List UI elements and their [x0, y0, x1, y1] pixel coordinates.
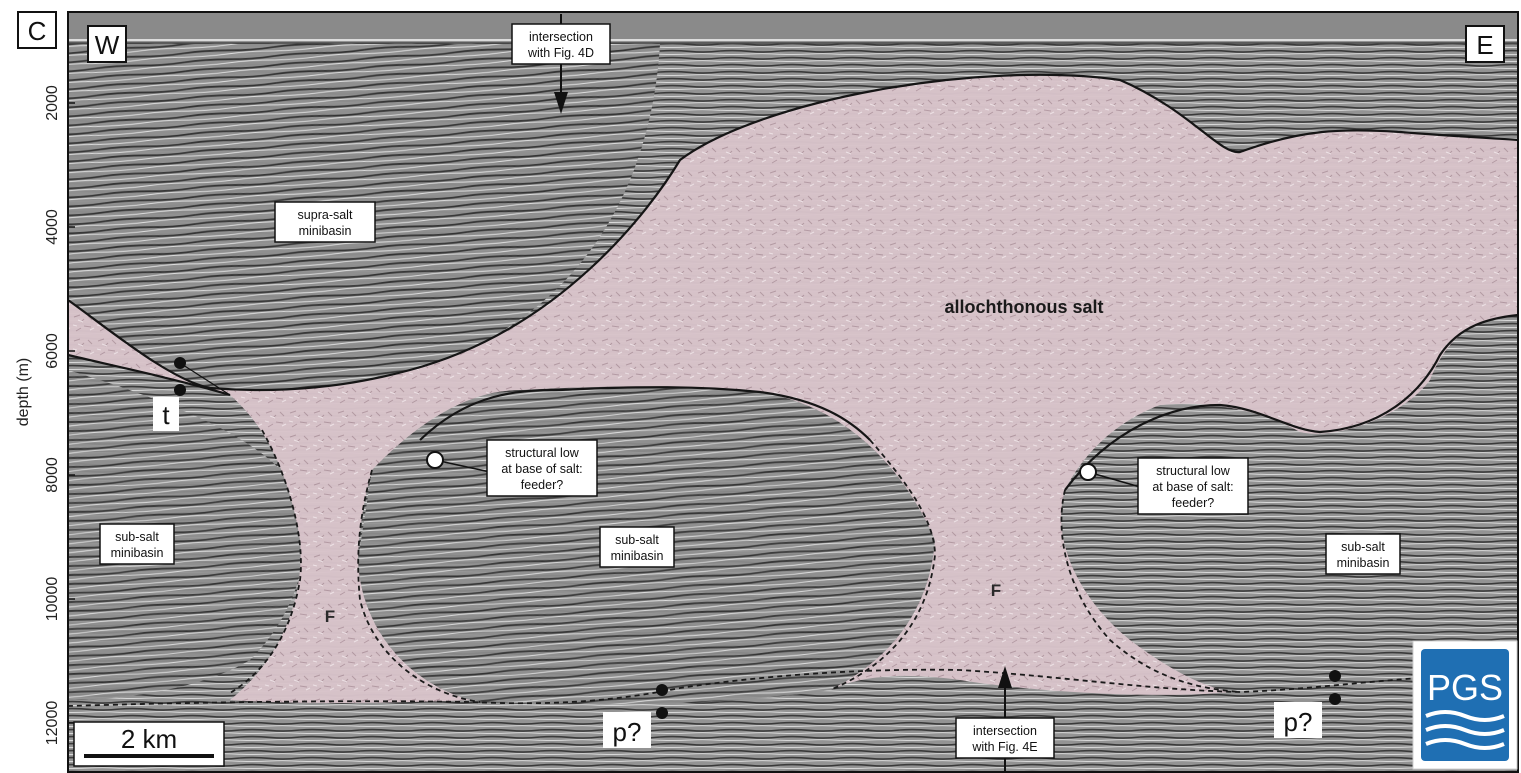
scale-bar: 2 km	[74, 722, 224, 766]
structural-low-right-line3: feeder?	[1172, 496, 1214, 510]
supra-salt-line2: minibasin	[299, 224, 352, 238]
y-tick-6000: 6000	[44, 333, 61, 369]
feeder-label-left: F	[325, 607, 335, 626]
intersection-top-line1: intersection	[529, 30, 593, 44]
east-label-box: E	[1466, 26, 1504, 62]
marker-t-label: t	[162, 400, 170, 430]
y-tick-4000: 4000	[44, 209, 61, 245]
sub-salt-center-line1: sub-salt	[615, 533, 659, 547]
west-label-box: W	[88, 26, 126, 62]
marker-p-left-label: p?	[613, 717, 642, 747]
supra-salt-label: supra-salt minibasin	[275, 202, 375, 242]
structural-low-left-line2: at base of salt:	[501, 462, 582, 476]
east-label: E	[1476, 30, 1493, 60]
intersection-bottom-line1: intersection	[973, 724, 1037, 738]
sub-salt-left-line1: sub-salt	[115, 530, 159, 544]
structural-low-left-line1: structural low	[505, 446, 580, 460]
intersection-bottom-line2: with Fig. 4E	[971, 740, 1037, 754]
marker-p-right-label: p?	[1284, 707, 1313, 737]
pgs-logo-text: PGS	[1427, 667, 1503, 708]
allochthonous-salt-label: allochthonous salt	[944, 297, 1103, 317]
sub-salt-label-left: sub-salt minibasin	[100, 524, 174, 564]
supra-salt-line1: supra-salt	[298, 208, 353, 222]
structural-low-right-line1: structural low	[1156, 464, 1231, 478]
structural-low-right-line2: at base of salt:	[1152, 480, 1233, 494]
sub-salt-right-line1: sub-salt	[1341, 540, 1385, 554]
sub-salt-label-center: sub-salt minibasin	[600, 527, 674, 567]
feeder-label-right: F	[991, 581, 1001, 600]
west-label: W	[95, 30, 120, 60]
panel-letter-box: C	[18, 12, 56, 48]
y-tick-10000: 10000	[44, 577, 61, 622]
intersection-top-line2: with Fig. 4D	[527, 46, 594, 60]
sub-salt-right-line2: minibasin	[1337, 556, 1390, 570]
structural-low-left-line3: feeder?	[521, 478, 563, 492]
panel-letter: C	[28, 16, 47, 46]
y-tick-2000: 2000	[44, 85, 61, 121]
sub-salt-left-line2: minibasin	[111, 546, 164, 560]
y-axis-title: depth (m)	[15, 358, 32, 426]
y-tick-12000: 12000	[44, 701, 61, 746]
sub-salt-label-right: sub-salt minibasin	[1326, 534, 1400, 574]
pgs-logo: PGS	[1413, 641, 1517, 769]
y-axis: 2000 4000 6000 8000 10000 12000 depth (m…	[15, 85, 75, 745]
y-tick-8000: 8000	[44, 457, 61, 493]
sub-salt-center-line2: minibasin	[611, 549, 664, 563]
scale-bar-label: 2 km	[121, 724, 177, 754]
